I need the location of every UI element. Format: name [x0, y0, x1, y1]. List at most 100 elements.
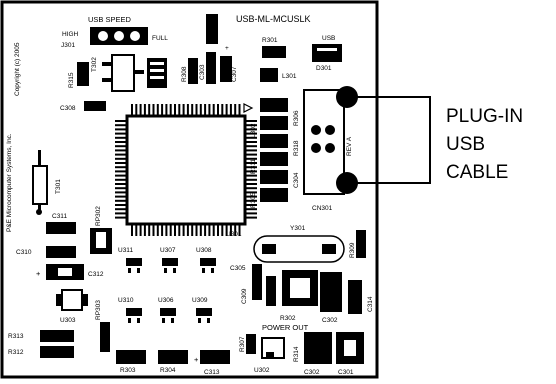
usb-speed-full: FULL: [152, 35, 168, 42]
part-rp302-window: [96, 232, 106, 248]
connector-pad: [311, 143, 321, 153]
chip-pin: [245, 174, 257, 177]
part-d301: [312, 44, 342, 62]
part-t301-lead: [38, 150, 41, 166]
part-t301: [32, 165, 48, 205]
copyright-block: P&E Microcomputer Systems, Inc. Copyrigh…: [6, 42, 21, 232]
chip-pin: [245, 170, 257, 173]
chip-pin: [245, 141, 257, 143]
part-c303b: [320, 272, 342, 312]
part-u311: [126, 258, 142, 266]
chip-pin: [245, 187, 257, 190]
main-chip-u301: U301: [115, 103, 257, 238]
chip-pins-top: [131, 104, 241, 116]
chip-pin: [221, 224, 224, 236]
chip-pin: [131, 104, 133, 116]
chip-pin: [182, 224, 185, 236]
label-u306: U306: [158, 297, 174, 304]
chip-pin: [208, 224, 211, 236]
plus-mark: +: [36, 269, 41, 278]
label-u303: U303: [60, 317, 76, 324]
label-r302: R302: [280, 315, 296, 322]
label-c312: C312: [88, 271, 104, 278]
label-c302-bottom: C302: [304, 369, 320, 376]
part-l301: [260, 68, 278, 82]
part-c313: [200, 350, 230, 364]
chip-pin: [245, 120, 257, 122]
chip-pin: [225, 104, 228, 116]
label-usb: USB: [322, 35, 335, 42]
part-r304: [158, 350, 188, 364]
chip-pin: [115, 141, 127, 143]
chip-pin: [245, 132, 257, 135]
label-r312: R312: [8, 349, 24, 356]
label-r315: R315: [68, 72, 75, 88]
label-c307: C307: [231, 66, 238, 82]
chip-pin: [169, 224, 172, 236]
chip-pin: [217, 224, 219, 236]
chip-pin: [152, 104, 155, 116]
chip-pin: [186, 224, 189, 236]
chip-pin: [178, 224, 181, 236]
part-c301-window: [344, 340, 356, 356]
label-c309: C309: [241, 288, 248, 304]
part-c307: [220, 56, 232, 82]
label-cn301: CN301: [312, 205, 333, 212]
label-r309: R309: [349, 242, 356, 258]
part-t302: [111, 54, 135, 92]
chip-pin: [161, 104, 164, 116]
chip-pin: [115, 145, 127, 148]
part-u304: [147, 58, 167, 88]
chip-pin: [204, 104, 207, 116]
part-u309-pin: [198, 318, 201, 323]
part-r308: [188, 58, 198, 84]
label-rev: REV A: [346, 136, 353, 156]
label-t302: T302: [91, 57, 98, 72]
chip-pin: [245, 145, 257, 148]
chip-pin: [143, 104, 146, 116]
chip-pin: [174, 104, 176, 116]
chip-pin: [195, 224, 198, 236]
part-u310: [126, 308, 142, 316]
jumper-pin-2: [114, 31, 124, 41]
chip-pin: [135, 104, 138, 116]
pin1-marker: [243, 103, 254, 113]
part-r307: [246, 334, 256, 354]
chip-pin: [245, 199, 257, 202]
part-y301-pad: [322, 244, 336, 254]
chip-pin: [186, 104, 189, 116]
chip-pin: [191, 104, 194, 116]
part-c302-window: [290, 278, 310, 298]
jumper-pin-3: [130, 31, 140, 41]
label-u301: U301: [226, 231, 242, 238]
part-c308: [84, 101, 106, 111]
part-u303: [61, 289, 83, 311]
part-u311-pin: [137, 268, 140, 273]
part-u307: [162, 258, 178, 266]
label-c302: C302: [322, 317, 338, 324]
part-rp303: [100, 322, 110, 352]
chip-pin: [245, 191, 257, 194]
part-c304: [260, 170, 288, 184]
label-c313: C313: [204, 369, 220, 376]
chip-pin: [115, 187, 127, 190]
copyright-line-1: P&E Microcomputer Systems, Inc.: [6, 133, 13, 232]
usb-speed-jumper-ref: J301: [61, 42, 75, 49]
chip-pin: [115, 216, 127, 219]
part-c309: [266, 276, 276, 306]
label-r318: R318: [293, 140, 300, 156]
part-u306: [160, 308, 176, 316]
part-r318: [260, 134, 288, 148]
part-r306: [260, 98, 288, 112]
chip-pin: [165, 224, 168, 236]
chip-pin: [229, 104, 232, 116]
part-r312: [40, 346, 74, 358]
chip-pin: [115, 195, 127, 198]
chip-pin: [169, 104, 172, 116]
chip-pin: [148, 104, 151, 116]
chip-pin: [245, 153, 257, 156]
cable-line: [347, 96, 431, 184]
chip-pin: [152, 224, 155, 236]
label-r301: R301: [262, 37, 278, 44]
part-u311-pin: [128, 268, 131, 273]
